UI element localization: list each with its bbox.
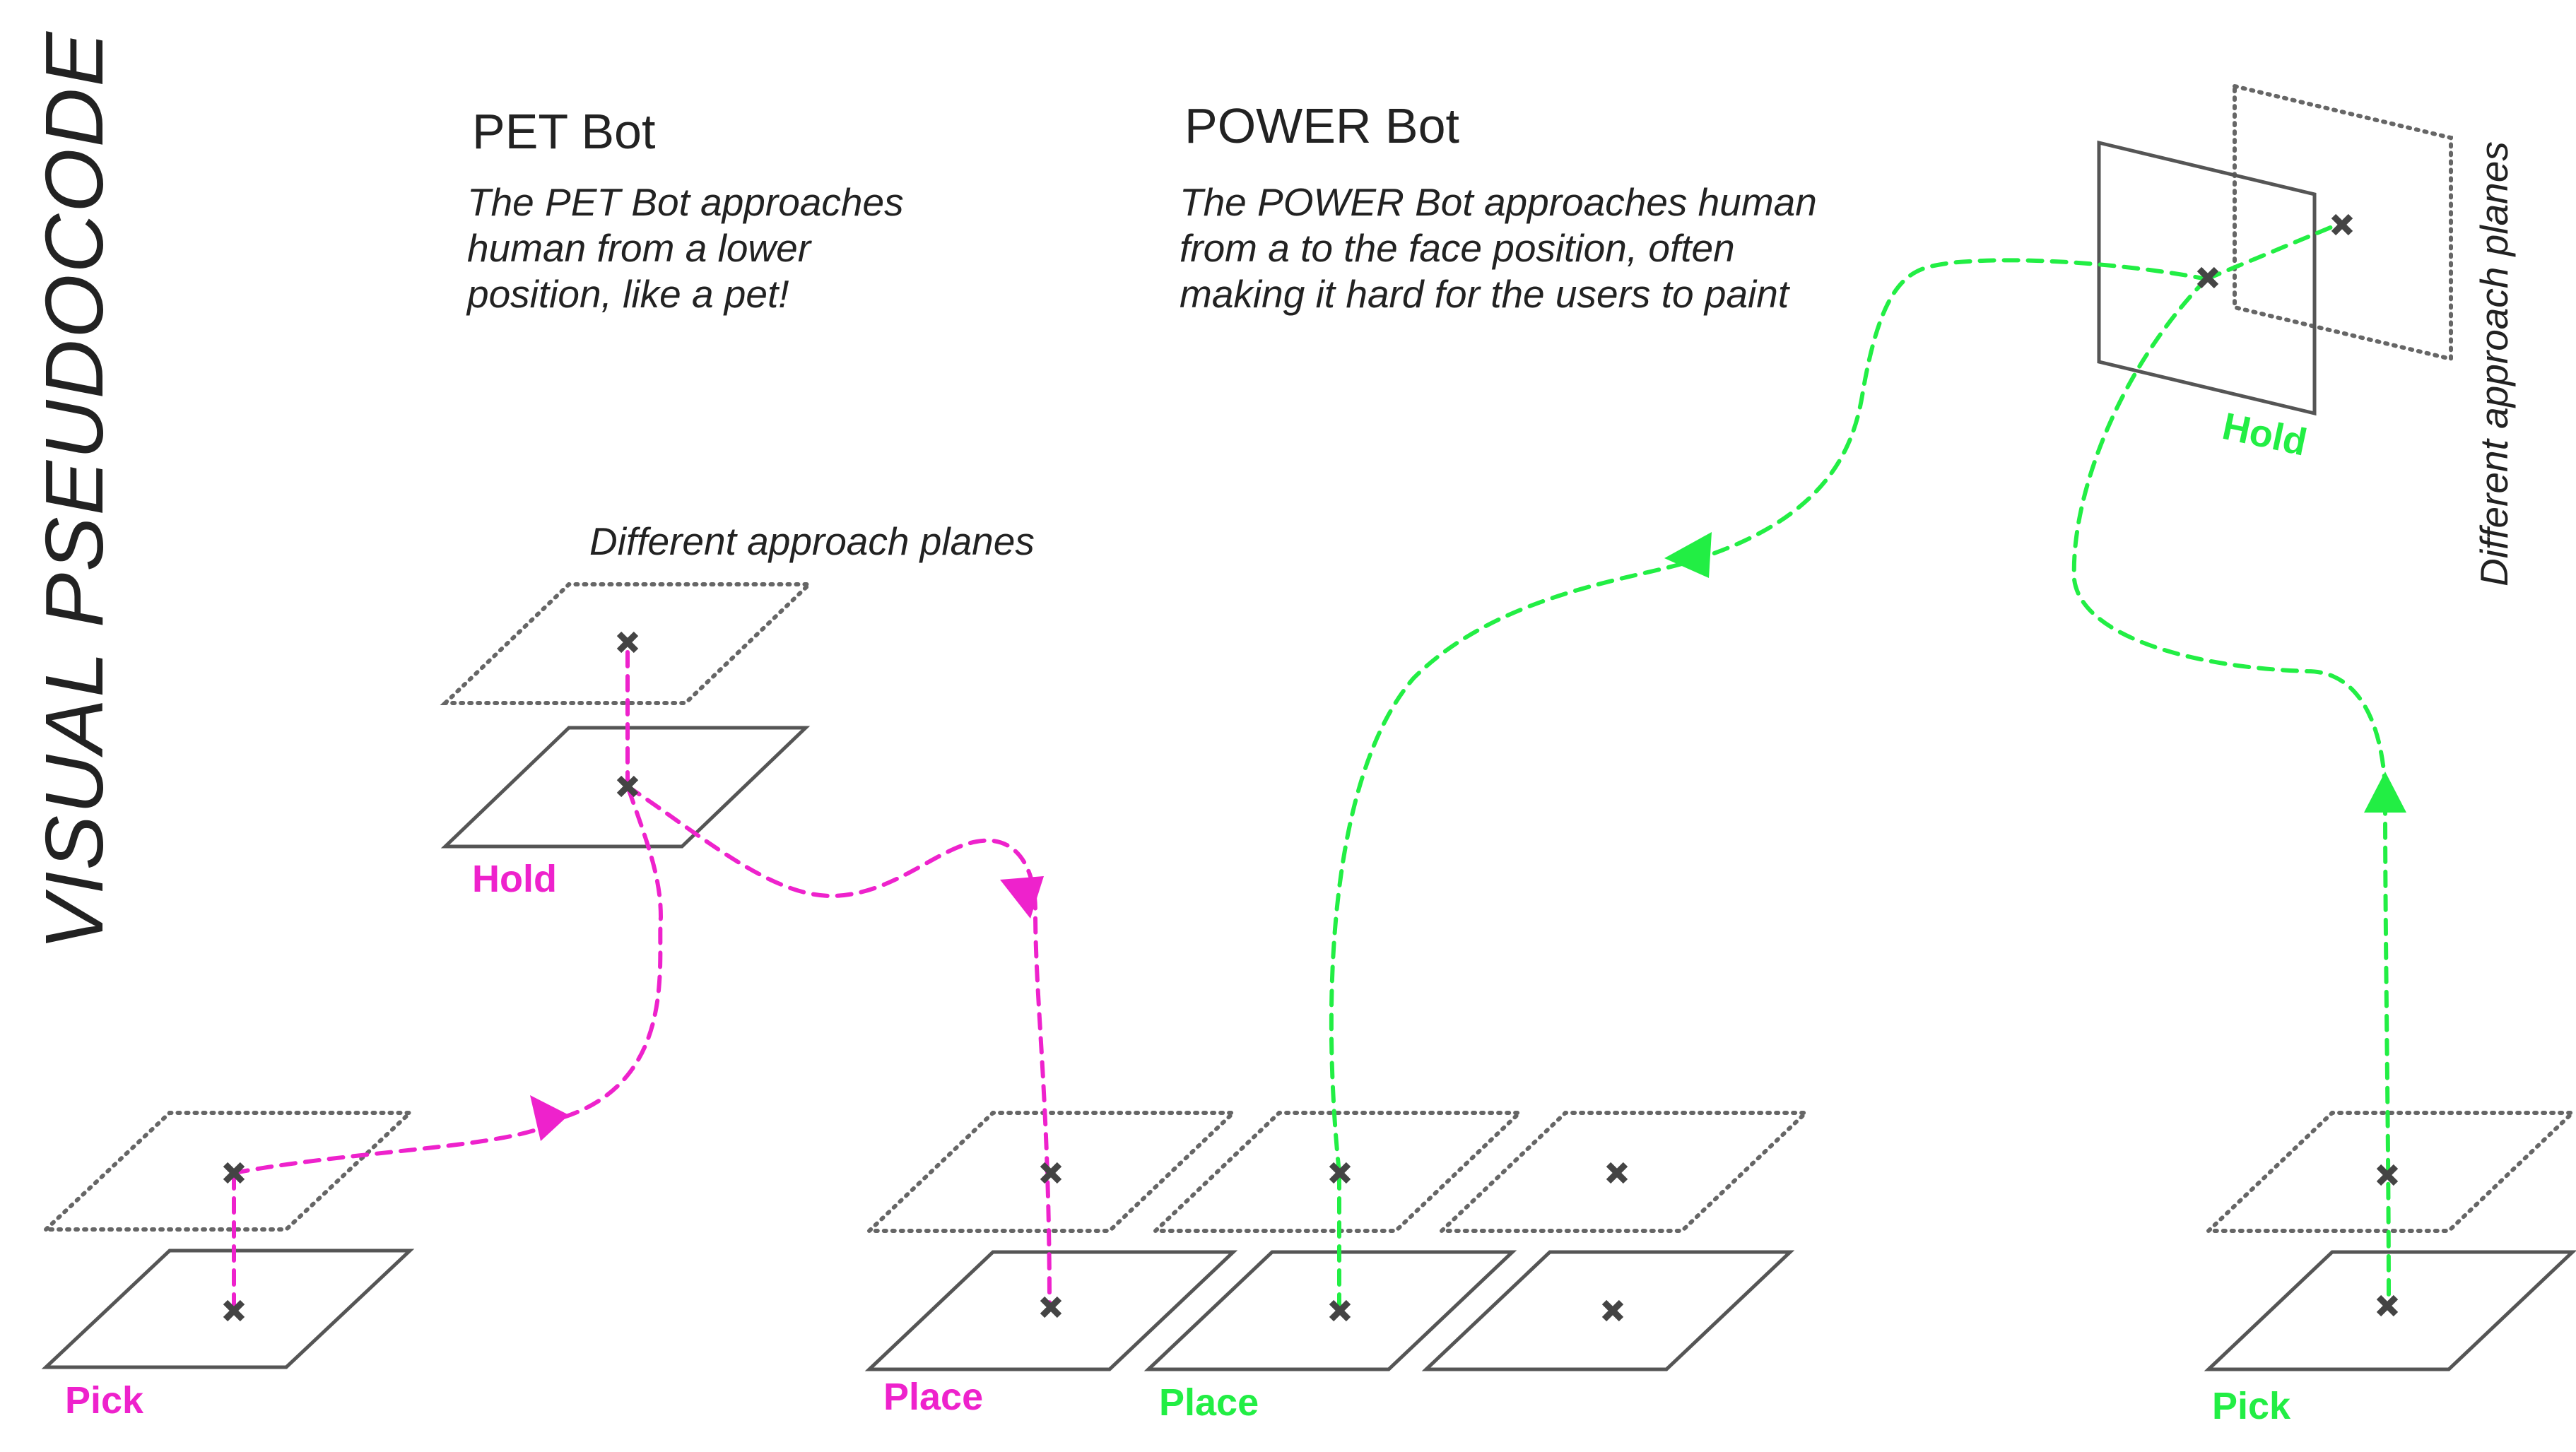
pet-path-segment bbox=[625, 784, 1052, 1308]
power-pick-approach-plane bbox=[2203, 1111, 2576, 1233]
pet-bot-heading: PET Bot bbox=[472, 104, 655, 159]
x-marker-icon bbox=[2334, 216, 2351, 233]
arrowhead-icon bbox=[1664, 532, 1712, 578]
power-desc-line: making it hard for the users to paint bbox=[1180, 272, 1791, 316]
arrowhead-icon bbox=[530, 1095, 569, 1141]
x-marker-icon bbox=[2379, 1297, 2396, 1314]
pet-place-label: Place bbox=[883, 1376, 983, 1418]
power-pick-label: Pick bbox=[2212, 1385, 2291, 1427]
pet-pick-approach-plane bbox=[40, 1111, 416, 1232]
power-path-segment bbox=[2204, 221, 2343, 281]
power-hold-plane bbox=[2097, 140, 2317, 416]
x-marker-icon bbox=[1604, 1302, 1621, 1319]
pet-desc-line: human from a lower bbox=[467, 226, 813, 270]
power-path bbox=[1329, 221, 2391, 1311]
power-bot-description: The POWER Bot approaches human from a to… bbox=[1180, 180, 1817, 316]
pet-hold-label: Hold bbox=[472, 858, 557, 900]
x-marker-icon bbox=[619, 634, 636, 651]
page-title: VISUAL PSEUDOCODE bbox=[28, 30, 120, 950]
place-approach-plane-2 bbox=[1150, 1111, 1525, 1233]
power-path-segment bbox=[2071, 277, 2391, 1311]
x-marker-icon bbox=[1042, 1164, 1059, 1181]
place-approach-plane-1 bbox=[864, 1111, 1239, 1233]
pet-pick-plane bbox=[41, 1249, 415, 1369]
place-approach-plane-3 bbox=[1436, 1111, 1811, 1233]
power-desc-line: from a to the face position, often bbox=[1180, 226, 1735, 270]
power-bot-heading: POWER Bot bbox=[1184, 98, 1459, 153]
power-path-segment bbox=[1329, 258, 2209, 1175]
pet-bot-description: The PET Bot approaches human from a lowe… bbox=[466, 180, 904, 316]
pet-path bbox=[232, 641, 1052, 1311]
pet-desc-line: position, like a pet! bbox=[466, 272, 789, 316]
pet-approach-planes-note: Different approach planes bbox=[589, 519, 1035, 563]
power-approach-planes-note: Different approach planes bbox=[2472, 141, 2516, 586]
power-place-label: Place bbox=[1159, 1381, 1259, 1424]
power-desc-line: The POWER Bot approaches human bbox=[1180, 180, 1817, 224]
pet-hold-approach-plane bbox=[440, 582, 815, 705]
place-plane-2 bbox=[1143, 1250, 1517, 1371]
arrowhead-icon bbox=[2364, 772, 2406, 813]
power-hold-label: Hold bbox=[2219, 405, 2311, 464]
power-pick-plane bbox=[2204, 1250, 2576, 1371]
place-plane-1 bbox=[864, 1250, 1238, 1371]
pet-pick-label: Pick bbox=[65, 1379, 144, 1422]
power-hold-approach-plane bbox=[2233, 83, 2453, 362]
pet-hold-plane bbox=[440, 726, 811, 849]
pet-desc-line: The PET Bot approaches bbox=[467, 180, 904, 224]
arrowhead-icon bbox=[1000, 876, 1044, 919]
pet-path-segment bbox=[232, 784, 664, 1175]
x-marker-icon bbox=[1608, 1164, 1625, 1181]
place-plane-3 bbox=[1421, 1250, 1795, 1371]
